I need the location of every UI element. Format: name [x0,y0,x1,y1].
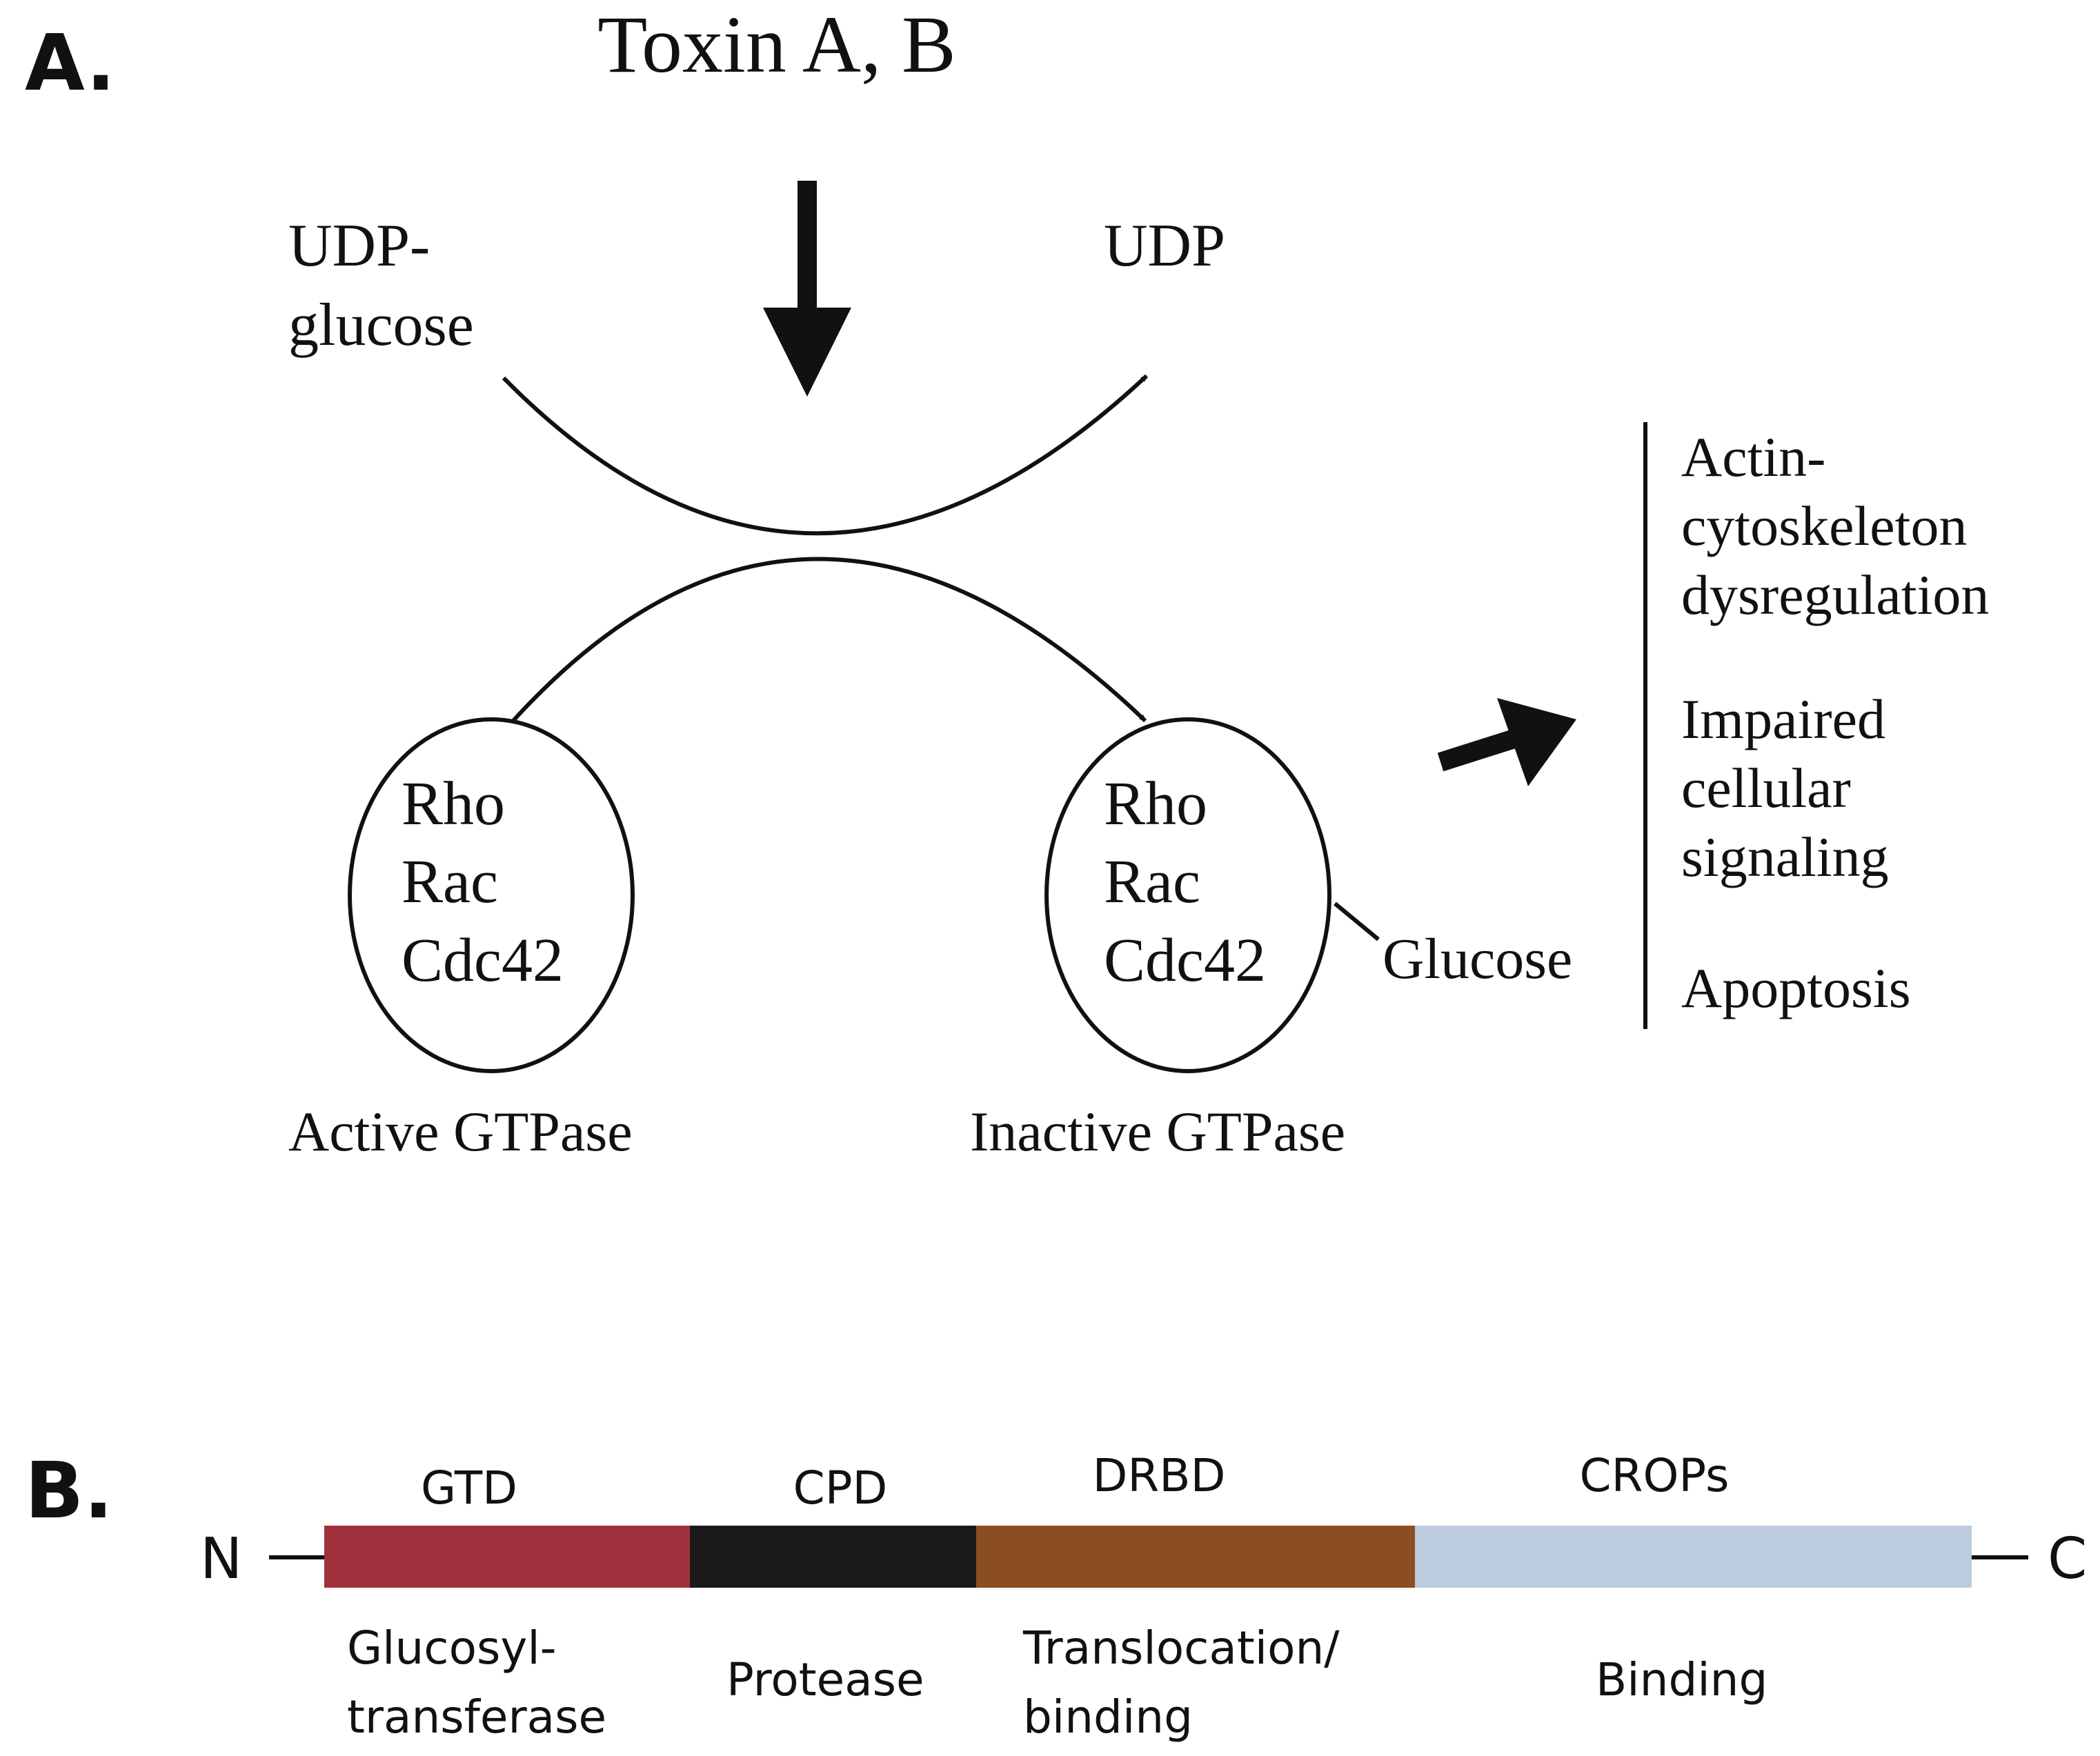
toxin-label: Toxin A, B [597,0,956,90]
udp-glucose-line2: glucose [288,292,474,359]
domain-gtd-function-line1: Glucosyl- [347,1622,557,1675]
domain-gtd-function-line2: transferase [347,1690,606,1744]
inactive-rho: Rho [1104,770,1207,838]
inactive-gtpase-caption: Inactive GTPase [970,1100,1345,1163]
panel-a-label: A. [25,19,115,108]
domain-gtd-name: GTD [421,1461,517,1515]
domain-drbd-function-line1: Translocation/ [1022,1622,1340,1675]
inactive-cdc42: Cdc42 [1104,926,1266,995]
n-terminus-label: N [200,1526,242,1592]
domain-crops-name: CROPs [1580,1449,1730,1502]
active-gtpase-caption: Active GTPase [288,1100,633,1163]
active-gtpase-ellipse [348,717,635,1073]
domain-cpd-bar [690,1526,976,1588]
domain-cpd-name: CPD [793,1461,888,1515]
toxin-arrow [763,181,851,397]
effect-2-line3: signaling [1681,826,1889,888]
domain-crops-function-line1: Binding [1596,1653,1767,1706]
c-terminus-label: C [2048,1526,2087,1592]
domain-cpd-function-line1: Protease [726,1653,924,1706]
effect-2-line2: cellular [1681,757,1851,819]
domain-drbd-name: DRBD [1093,1449,1226,1502]
domain-crops-bar [1415,1526,1972,1588]
active-cdc42: Cdc42 [402,926,564,995]
effect-3-line1: Apoptosis [1681,957,1911,1019]
udp-glucose-line1: UDP- [288,212,430,279]
inactive-gtpase-ellipse [1044,717,1331,1073]
effects-arrow [1437,698,1576,786]
effect-1-line2: cytoskeleton [1681,495,1967,557]
panel-b-label: B. [25,1446,113,1536]
domain-drbd-function-line2: binding [1023,1690,1193,1744]
active-rho: Rho [402,770,505,838]
effect-1-line1: Actin- [1681,426,1825,488]
domain-drbd-bar [976,1526,1415,1588]
domain-gtd-bar [324,1526,690,1588]
active-to-inactive-arrow [510,557,1147,724]
udp-glucose-to-udp-arrow [502,374,1149,536]
active-rac: Rac [402,848,498,916]
effect-1-line3: dysregulation [1681,563,1989,626]
effect-2-line1: Impaired [1681,688,1885,750]
glucose-bond [1334,901,1380,941]
inactive-rac: Rac [1104,848,1200,916]
glucose-label: Glucose [1383,927,1572,991]
udp-label: UDP [1104,212,1225,279]
